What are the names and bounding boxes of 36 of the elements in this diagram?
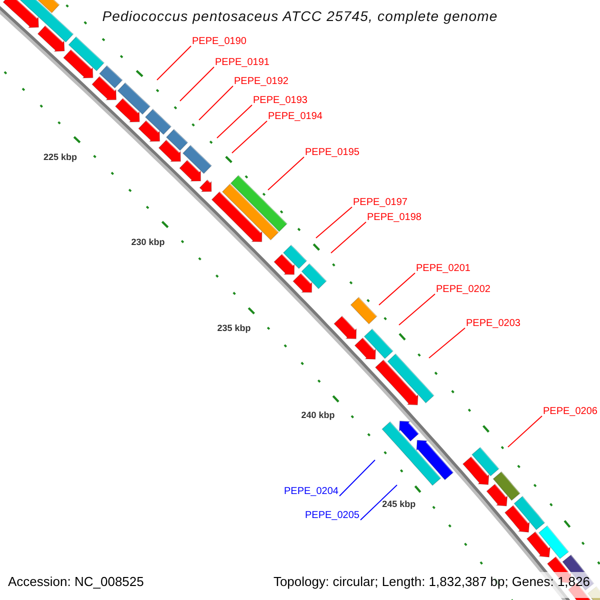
gene-label: PEPE_0202 [436,284,490,296]
gene-label: PEPE_0197 [353,197,408,209]
gene-label: PEPE_0191 [215,57,270,69]
leader-line [232,120,268,154]
footer-text: Topology: circular; Length: 1,832,387 bp; Genes: 1,826 [273,574,590,589]
leader-line [268,156,304,190]
gene-label: PEPE_0206 [543,406,598,418]
leader-line [316,206,352,238]
leader-line [339,460,376,496]
footer-text: Accession: NC_008525 [8,574,144,589]
leader-line [180,66,214,102]
leader-line [378,272,416,306]
gene-label: PEPE_0203 [466,318,520,330]
leader-line [360,484,398,520]
gene-label: PEPE_0204 [284,486,338,498]
leader-line [156,46,192,80]
gene-label: PEPE_0193 [253,95,308,107]
gene-label: PEPE_0201 [416,263,470,275]
gene-label: PEPE_0194 [268,111,322,123]
gene-label: PEPE_0205 [305,510,360,522]
leader-line [198,86,234,120]
scale-label: 240 kbp [301,410,335,420]
gene-label: PEPE_0190 [192,36,246,48]
scale-label: 225 kbp [43,152,78,162]
leader-line [508,416,542,448]
scale-label: 230 kbp [131,236,165,247]
leader-line [330,222,366,254]
gene-label: PEPE_0198 [367,212,422,224]
diagram-title: Pediococcus pentosaceus ATCC 25745, complete genome [101,8,499,24]
leader-line [398,294,436,326]
gene-label: PEPE_0192 [234,76,288,88]
scale-label: 245 kbp [382,499,416,510]
leader-line [428,328,466,358]
leader-line [216,104,252,138]
scale-label: 235 kbp [217,322,251,333]
gene-label: PEPE_0195 [305,147,360,159]
